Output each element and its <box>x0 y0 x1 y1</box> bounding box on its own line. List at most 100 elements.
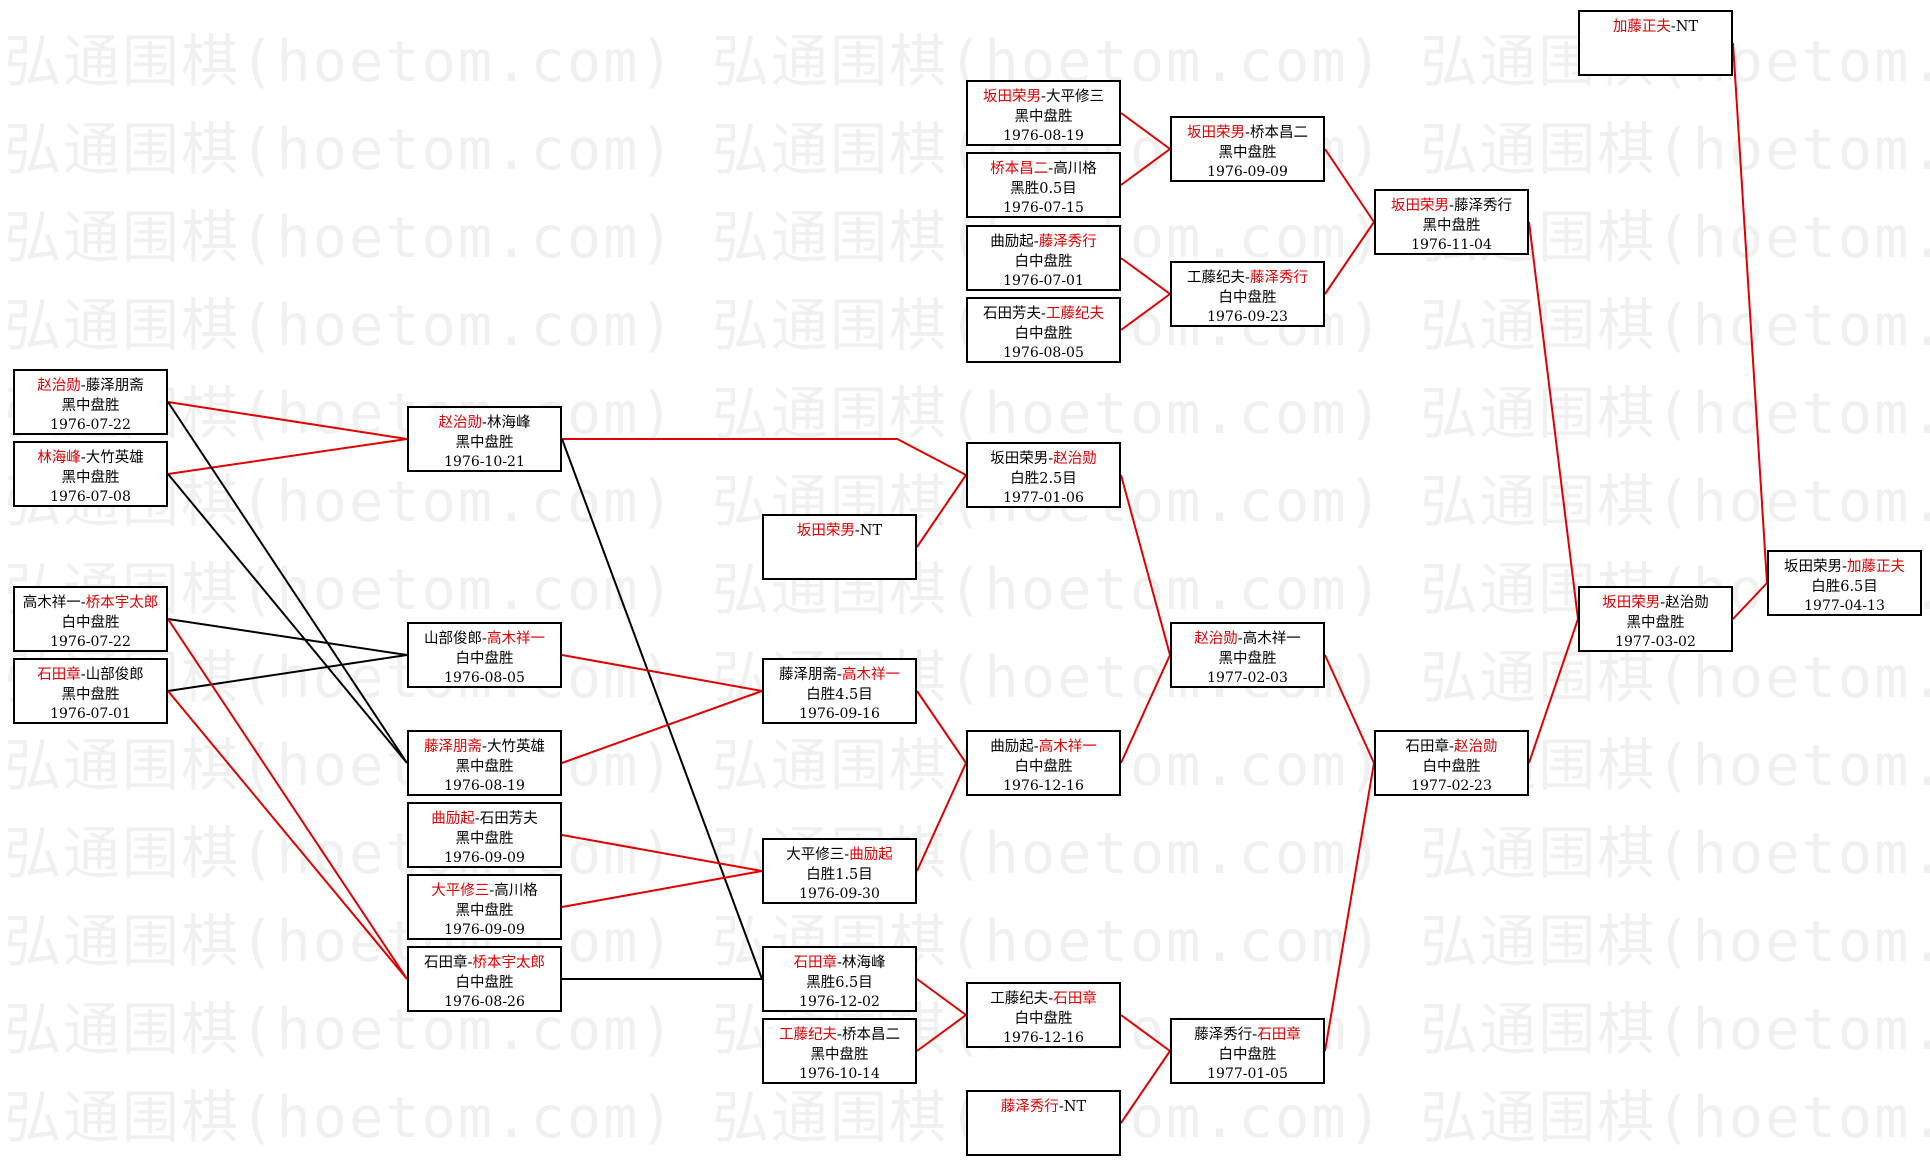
player-black: 藤泽秀行 <box>1001 1098 1059 1115</box>
player-white: 藤泽秀行 <box>1250 269 1308 286</box>
match-players: 石田章-林海峰 <box>794 953 886 971</box>
connector-winner <box>167 618 408 980</box>
player-separator: - <box>855 523 860 539</box>
connector-winner <box>1120 148 1171 186</box>
match-result: 白中盘胜 <box>1015 757 1073 775</box>
match-players: 坂田荣男-藤泽秀行 <box>1391 197 1512 214</box>
player-black: 坂田荣男 <box>990 450 1048 467</box>
match-date: 1976-08-05 <box>444 670 525 686</box>
match-result: 黑胜0.5目 <box>1010 180 1077 197</box>
player-separator: - <box>1048 161 1053 177</box>
player-black: 坂田荣男 <box>1784 558 1842 575</box>
connector-winner <box>1324 221 1375 295</box>
match-box-frame <box>407 622 562 688</box>
player-white: 桥本昌二 <box>842 1026 900 1043</box>
match-date: 1976-08-19 <box>444 778 525 794</box>
player-black: 赵治勋 <box>439 414 483 431</box>
match-date: 1976-08-05 <box>1003 345 1084 361</box>
match-players: 藤泽朋斋-大竹英雄 <box>424 737 545 755</box>
match-date: 1976-09-23 <box>1207 309 1288 325</box>
player-white: 桥本宇太郎 <box>472 954 545 971</box>
connector-loser <box>167 473 408 764</box>
player-white: 高川格 <box>494 882 538 899</box>
match-box-frame <box>13 369 168 435</box>
player-white: NT <box>1676 19 1699 35</box>
player-black: 加藤正夫 <box>1613 18 1671 35</box>
match-result: 白中盘胜 <box>456 973 514 991</box>
match-players: 工藤纪夫-石田章 <box>990 989 1096 1007</box>
match-box-frame <box>966 982 1121 1048</box>
match-box-frame <box>407 874 562 940</box>
player-black: 石田芳夫 <box>983 305 1041 322</box>
player-white: 高川格 <box>1053 160 1097 177</box>
match-date: 1977-03-02 <box>1615 634 1696 650</box>
match-players: 石田芳夫-工藤纪夫 <box>983 305 1104 322</box>
player-black: 曲励起 <box>990 233 1034 250</box>
player-black: 藤泽秀行 <box>1194 1026 1252 1043</box>
match-date: 1977-01-06 <box>1003 490 1084 506</box>
match-result: 白中盘胜 <box>1219 1045 1277 1063</box>
player-separator: - <box>81 378 86 394</box>
connector-winner <box>916 762 967 872</box>
match-box: 加藤正夫-NT <box>1578 10 1733 76</box>
player-black: 坂田荣男 <box>1187 124 1245 141</box>
player-separator: - <box>1059 1099 1064 1115</box>
connector-winner <box>916 1014 967 1052</box>
player-separator: - <box>1041 306 1046 322</box>
connector-loser <box>561 438 763 980</box>
player-black: 工藤纪夫 <box>1187 269 1245 286</box>
player-black: 大平修三 <box>431 882 489 899</box>
match-result: 黑中盘胜 <box>62 468 120 486</box>
match-box-frame <box>762 946 917 1012</box>
player-separator: - <box>482 631 487 647</box>
connector-winner <box>1528 221 1579 620</box>
match-date: 1976-07-01 <box>50 706 131 722</box>
match-box-frame <box>1170 1018 1325 1084</box>
match-box-frame <box>407 730 562 796</box>
player-separator: - <box>1449 198 1454 214</box>
player-black: 石田章 <box>794 953 838 971</box>
match-box-frame <box>1578 10 1733 76</box>
player-white: 大平修三 <box>1046 88 1104 105</box>
match-players: 石田章-山部俊郎 <box>37 665 143 683</box>
connector-winner <box>562 438 967 476</box>
match-box-frame <box>1170 261 1325 327</box>
match-players: 大平修三-曲励起 <box>786 846 893 863</box>
match-box-frame <box>1374 189 1529 255</box>
match-box-frame <box>13 586 168 652</box>
match-date: 1977-04-13 <box>1804 598 1885 614</box>
match-box-frame <box>966 297 1121 363</box>
player-black: 山部俊郎 <box>424 630 482 647</box>
player-white: 桥本昌二 <box>1250 124 1308 141</box>
match-players: 坂田荣男-NT <box>797 522 883 539</box>
match-date: 1976-11-04 <box>1411 237 1492 253</box>
match-date: 1976-07-08 <box>50 489 131 505</box>
player-white: 藤泽朋斋 <box>86 377 144 394</box>
player-white: 高木祥一 <box>487 630 545 647</box>
match-box-frame <box>762 658 917 724</box>
connector-winner <box>561 834 763 872</box>
match-players: 桥本昌二-高川格 <box>990 160 1097 177</box>
match-date: 1976-07-22 <box>50 634 131 650</box>
match-players: 赵治勋-林海峰 <box>439 414 531 431</box>
connector-winner <box>167 401 408 440</box>
player-separator: - <box>837 955 842 971</box>
match-players: 藤泽朋斋-高木祥一 <box>779 666 900 683</box>
player-black: 林海峰 <box>37 449 81 466</box>
player-separator: - <box>482 739 487 755</box>
player-separator: - <box>1245 270 1250 286</box>
connector-lines <box>167 42 1768 1124</box>
match-date: 1976-08-26 <box>444 994 525 1010</box>
match-players: 山部俊郎-高木祥一 <box>424 630 545 647</box>
